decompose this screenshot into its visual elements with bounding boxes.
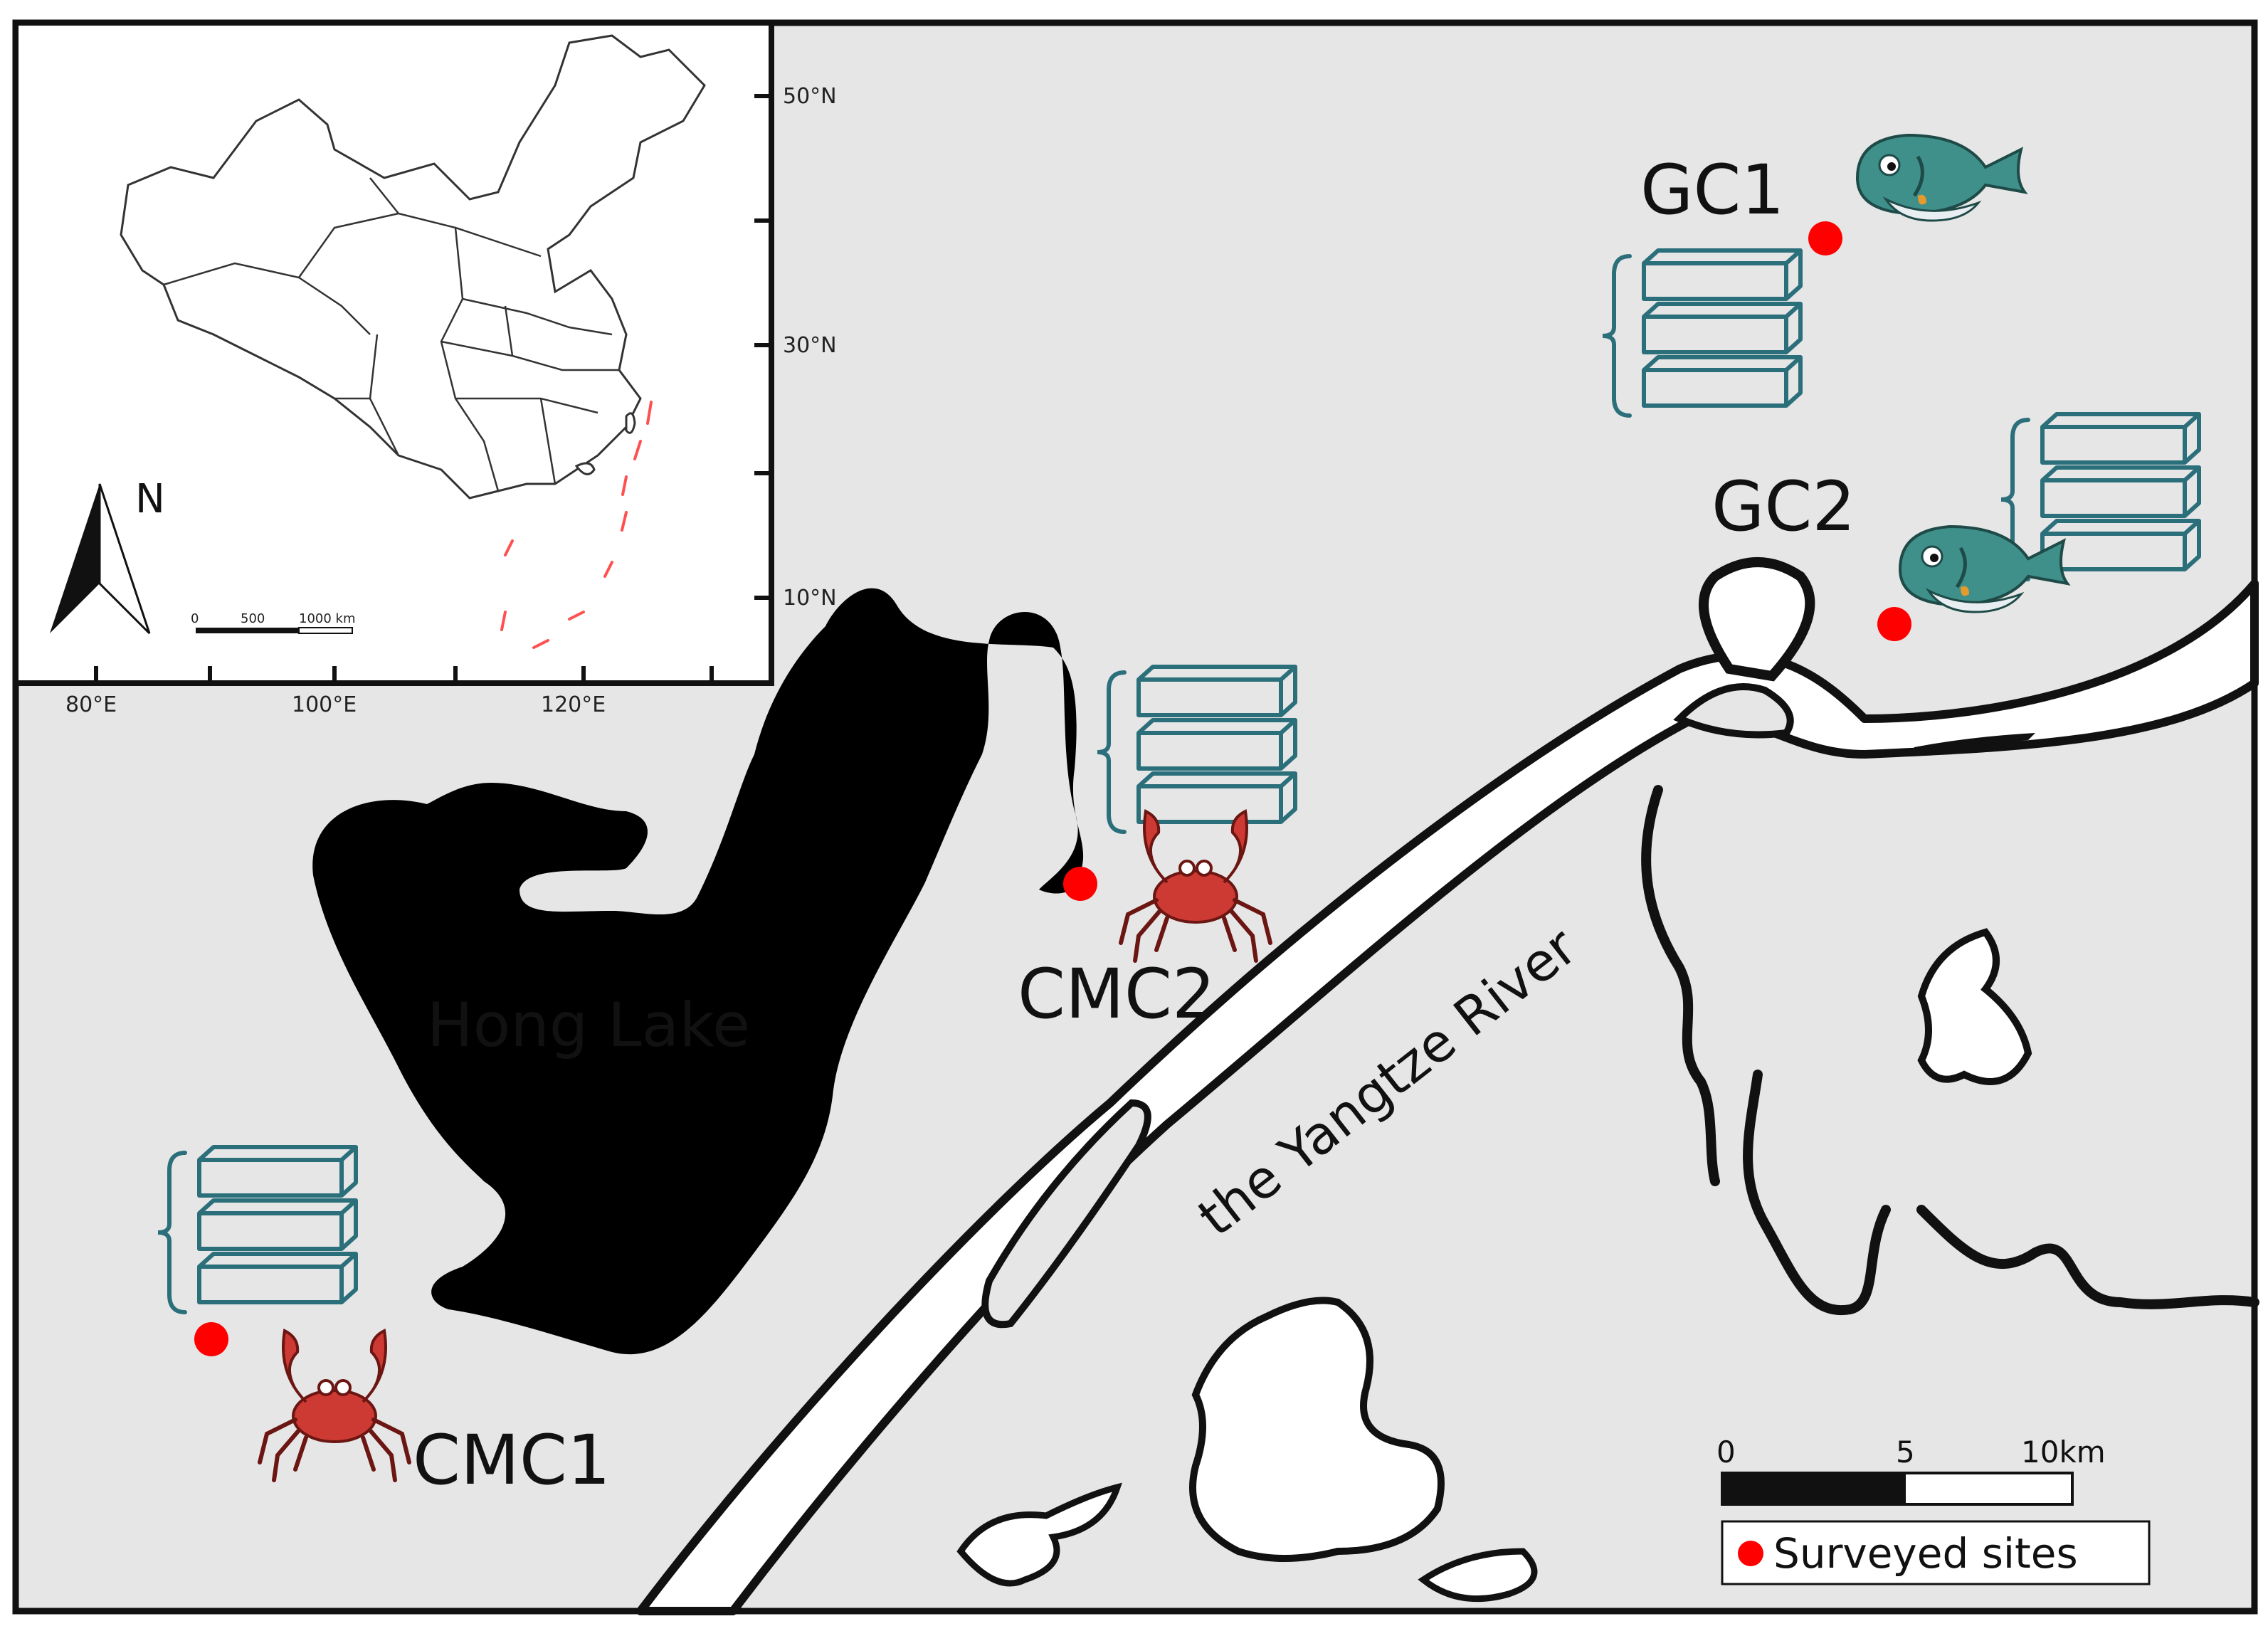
site-label-cmc2: CMC2 [1018, 954, 1215, 1034]
lon-label-80: 80°E [65, 692, 117, 717]
hong-lake [312, 588, 1084, 1355]
taiwan [625, 412, 636, 434]
scale-label-5: 5 [1896, 1435, 1915, 1469]
legend-marker [1738, 1541, 1763, 1566]
creek-1 [1641, 785, 1720, 1186]
legend: Surveyed sites [1721, 1520, 2151, 1585]
site-label-gc2: GC2 [1711, 467, 1856, 547]
china-outline [120, 34, 706, 500]
lake-label: Hong Lake [427, 990, 750, 1061]
site-label-gc1: GC1 [1640, 150, 1785, 230]
scale-bar: 0 5 10km [1716, 1435, 2106, 1506]
river-bar [1914, 733, 2035, 754]
oxbow-lake [1699, 557, 1815, 682]
inset-scale-500: 500 [241, 611, 265, 626]
river-island-2 [1673, 683, 1794, 739]
lon-label-100: 100°E [292, 692, 357, 717]
north-label: N [135, 476, 165, 522]
inset-lat-ticks [754, 94, 771, 600]
site-marker-gc1 [1808, 221, 1842, 255]
nine-dash-line [500, 401, 653, 649]
creek-2 [1743, 1070, 1891, 1316]
lon-label-120: 120°E [541, 692, 606, 717]
lat-label-30: 30°N [783, 333, 837, 358]
small-lake-east [1917, 928, 2032, 1085]
inset-lon-ticks [94, 666, 714, 683]
yangtze-river [636, 579, 2259, 1615]
site-marker-cmc2 [1063, 867, 1097, 901]
hainan [574, 462, 596, 475]
inset-scale-bar: 0 500 1000 km [191, 611, 356, 634]
southeast-lake [1418, 1548, 1538, 1603]
lat-label-10: 10°N [783, 586, 837, 611]
site-marker-cmc1 [194, 1322, 228, 1356]
site-cmc1: CMC1 [158, 1147, 611, 1500]
south-lake [1189, 1297, 1445, 1562]
inset-scale-0: 0 [191, 611, 199, 626]
legend-label: Surveyed sites [1773, 1529, 2078, 1578]
province-lines [163, 177, 619, 492]
creek-3 [1916, 1205, 2259, 1309]
inset-map: 50°N 30°N 10°N 80°E 100°E 120°E N 0 500 … [13, 20, 837, 717]
lat-label-50: 50°N [783, 84, 837, 109]
inset-scale-1000: 1000 km [299, 611, 356, 626]
site-marker-gc2 [1877, 607, 1911, 641]
southwest-lake [956, 1482, 1122, 1587]
river-island-1 [981, 1099, 1151, 1329]
site-cmc2: CMC2 [1018, 667, 1295, 1034]
site-gc1: GC1 [1603, 135, 2025, 416]
north-arrow-icon: N [50, 476, 165, 635]
scale-label-0: 0 [1716, 1435, 1736, 1469]
site-gc2: GC2 [1711, 414, 2199, 641]
site-label-cmc1: CMC1 [413, 1420, 611, 1500]
scale-label-10: 10km [2021, 1435, 2106, 1469]
